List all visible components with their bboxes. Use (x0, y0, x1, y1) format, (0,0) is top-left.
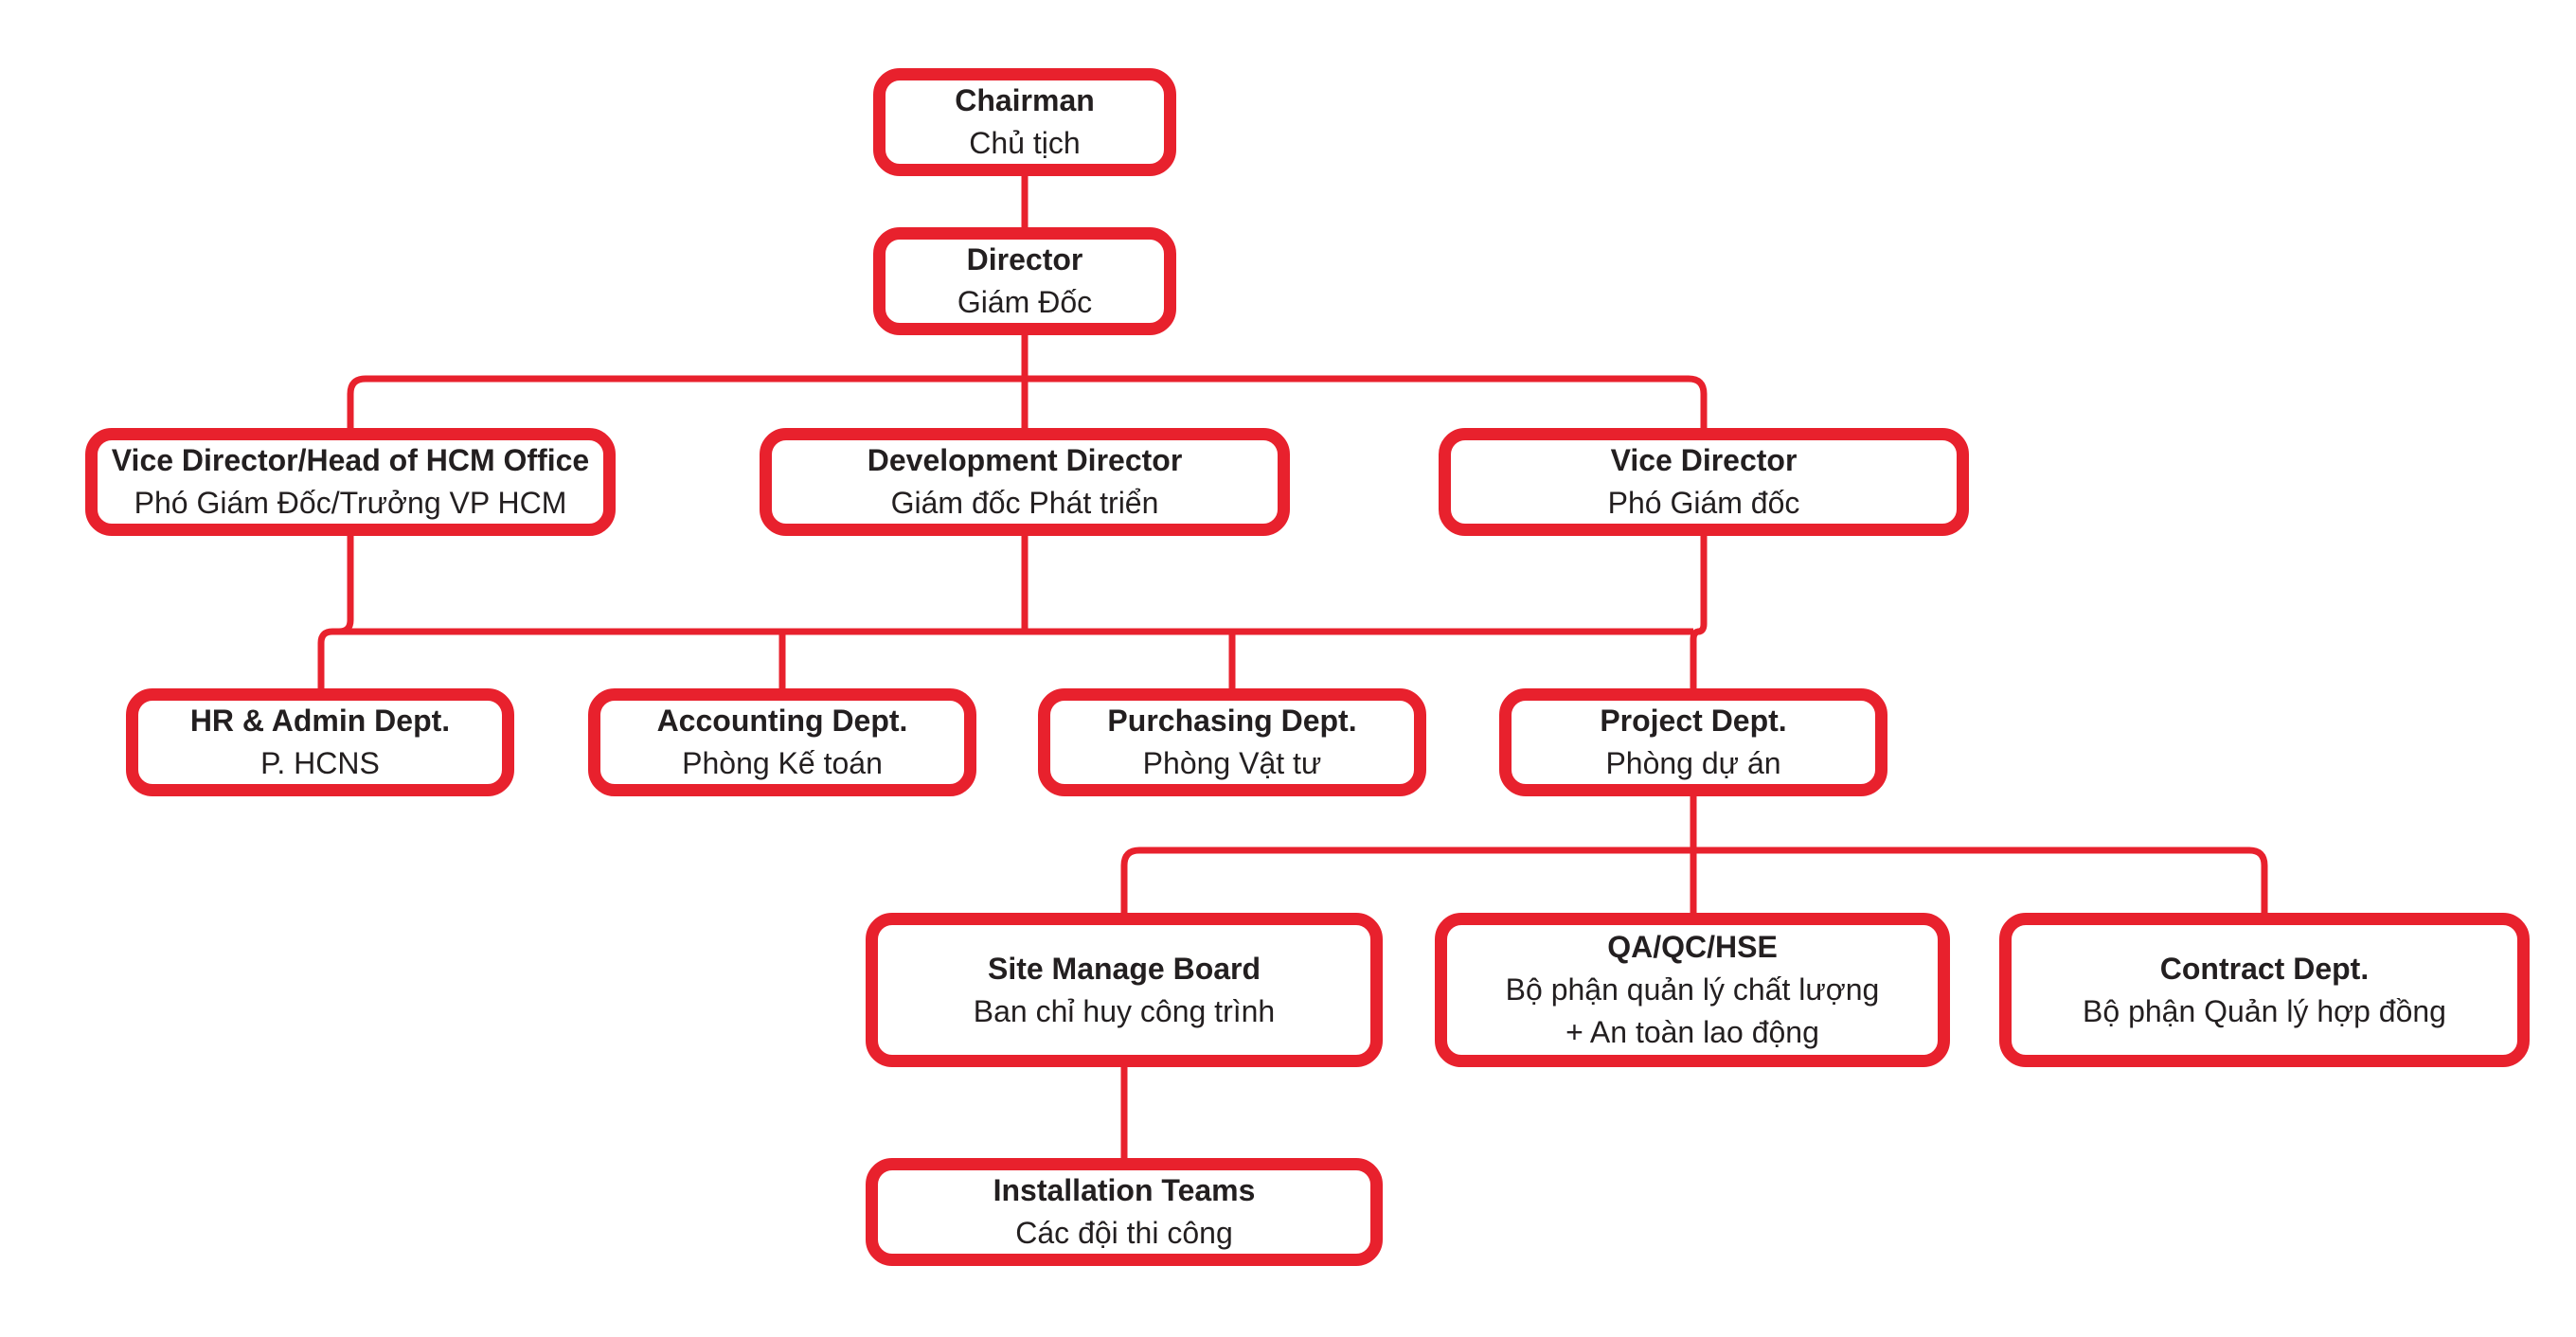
node-title: Chairman (955, 83, 1095, 117)
node-subtitle: Giám đốc Phát triển (890, 486, 1159, 520)
node-subtitle: Bộ phận Quản lý hợp đồng (2083, 993, 2446, 1028)
node-subtitle: Các đội thi công (1015, 1216, 1233, 1250)
node-subtitle: Phó Giám đốc (1607, 486, 1800, 520)
node-title: Project Dept. (1600, 704, 1787, 738)
node-title: Contract Dept. (2159, 951, 2370, 986)
node-hr-admin: HR & Admin Dept. P. HCNS (126, 688, 514, 796)
node-title: Site Manage Board (987, 951, 1261, 986)
node-subtitle: Phòng dự án (1605, 746, 1781, 780)
node-purchasing: Purchasing Dept. Phòng Vật tư (1038, 688, 1426, 796)
node-title: Accounting Dept. (656, 704, 908, 738)
edge-vphcm-to-bus-and-hr (317, 536, 354, 688)
node-accounting: Accounting Dept. Phòng Kế toán (588, 688, 976, 796)
node-subtitle: Giám Đốc (957, 285, 1093, 319)
node-subtitle: Phó Giám Đốc/Trưởng VP HCM (134, 486, 567, 520)
node-contract: Contract Dept. Bộ phận Quản lý hợp đồng (1999, 913, 2530, 1067)
node-title: Vice Director (1610, 443, 1798, 477)
edge-bus-level3 (347, 375, 1708, 428)
node-project: Project Dept. Phòng dự án (1499, 688, 1887, 796)
node-title: QA/QC/HSE (1607, 930, 1778, 964)
node-director: Director Giám Đốc (873, 227, 1176, 335)
node-subtitle: Phòng Kế toán (682, 746, 883, 780)
node-vice-director-hcm: Vice Director/Head of HCM Office Phó Giá… (85, 428, 616, 536)
node-subtitle: P. HCNS (260, 746, 380, 780)
node-title: Installation Teams (993, 1173, 1256, 1207)
node-site-manage-board: Site Manage Board Ban chỉ huy công trình (866, 913, 1383, 1067)
node-subtitle: Bộ phận quản lý chất lượng + An toàn lao… (1505, 972, 1880, 1049)
node-title: Director (966, 242, 1083, 276)
node-title: Purchasing Dept. (1107, 704, 1357, 738)
node-qa-qc-hse: QA/QC/HSE Bộ phận quản lý chất lượng + A… (1435, 913, 1950, 1067)
edge-bus-level5 (1120, 847, 2268, 913)
node-vice-director: Vice Director Phó Giám đốc (1439, 428, 1969, 536)
node-title: HR & Admin Dept. (189, 704, 451, 738)
node-subtitle: Phòng Vật tư (1142, 746, 1322, 780)
node-title: Vice Director/Head of HCM Office (111, 443, 590, 477)
node-subtitle: Chủ tịch (969, 126, 1081, 160)
node-installation-teams: Installation Teams Các đội thi công (866, 1158, 1383, 1266)
node-development-director: Development Director Giám đốc Phát triển (760, 428, 1290, 536)
node-title: Development Director (867, 443, 1183, 477)
edge-vicedirector-to-project (1690, 536, 1708, 688)
node-subtitle: Ban chỉ huy công trình (973, 993, 1276, 1028)
node-chairman: Chairman Chủ tịch (873, 68, 1176, 176)
